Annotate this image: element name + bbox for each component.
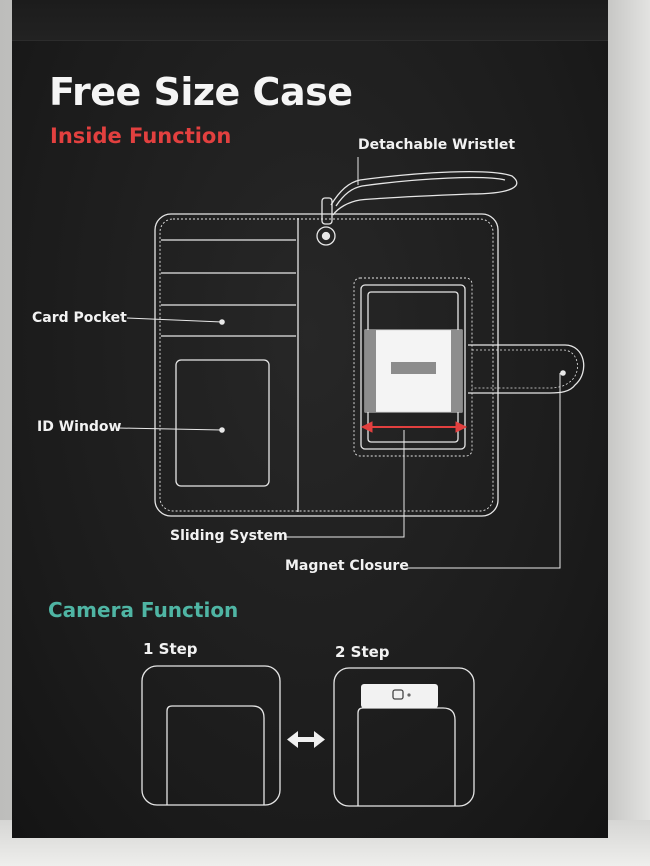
sliding-system-label: Sliding System: [170, 528, 288, 544]
step1-phone: [166, 705, 265, 805]
id-window-label: ID Window: [37, 419, 122, 435]
step2-camera-strip: [361, 684, 438, 708]
case-outer: [154, 213, 499, 517]
id-window: [175, 359, 270, 487]
camera-lens-icon: [392, 689, 404, 700]
magnet-strap: [468, 344, 585, 394]
wristlet-strap-inner: [335, 176, 506, 207]
step1-label: 1 Step: [143, 640, 198, 658]
box-side: [608, 0, 650, 866]
slider-bar: [391, 362, 436, 374]
wristlet-clip: [321, 197, 333, 225]
wristlet-label: Detachable Wristlet: [358, 137, 516, 153]
inside-function-heading: Inside Function: [50, 124, 232, 148]
camera-function-heading: Camera Function: [48, 598, 239, 622]
holder-outer: [353, 277, 473, 457]
step2-box: [333, 667, 475, 807]
packaging-flap: [12, 0, 608, 41]
case-stitch: [159, 218, 494, 512]
magnet-closure-label: Magnet Closure: [285, 558, 409, 574]
step1-box: [141, 665, 281, 806]
holder-inner: [360, 284, 466, 450]
packaging-panel: [12, 0, 608, 838]
page-title: Free Size Case: [49, 70, 353, 114]
wristlet-ring: [316, 226, 336, 246]
step2-label: 2 Step: [335, 643, 390, 661]
card-pocket-label: Card Pocket: [32, 310, 127, 326]
slide-arrow: [360, 421, 468, 433]
double-arrow-icon: [287, 731, 325, 748]
wristlet-strap: [330, 170, 518, 216]
step2-phone: [357, 707, 456, 806]
